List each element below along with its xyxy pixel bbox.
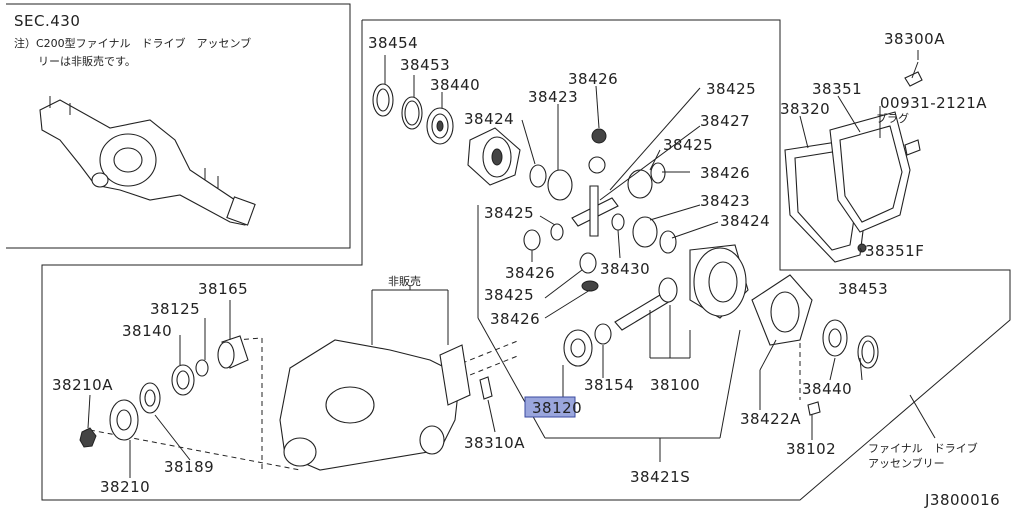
- part-label-38189[interactable]: 38189: [164, 458, 214, 476]
- part-label-38320[interactable]: 38320: [780, 100, 830, 118]
- part-label-38426-c[interactable]: 38426: [505, 264, 555, 282]
- part-label-38440-b[interactable]: 38440: [802, 380, 852, 398]
- part-label-38120[interactable]: 38120: [532, 399, 582, 417]
- figure-code: J3800016: [924, 491, 1000, 509]
- part-label-38425-b[interactable]: 38425: [663, 136, 713, 154]
- part-label-38454[interactable]: 38454: [368, 34, 418, 52]
- part-label-38424-b[interactable]: 38424: [720, 212, 770, 230]
- part-label-38210[interactable]: 38210: [100, 478, 150, 496]
- rear-cover: [784, 61, 923, 263]
- pinion-side-components: [79, 335, 249, 448]
- part-label-38102[interactable]: 38102: [786, 440, 836, 458]
- sec-note-line1: 注）C200型ファイナル ドライブ アッセンブ: [14, 36, 251, 50]
- part-label-38140[interactable]: 38140: [122, 322, 172, 340]
- part-label-38424[interactable]: 38424: [464, 110, 514, 128]
- part-label-38453-b[interactable]: 38453: [838, 280, 888, 298]
- part-label-38423[interactable]: 38423: [528, 88, 578, 106]
- sec-note-line2: リーは非販売です。: [38, 55, 136, 68]
- part-label-38426-d[interactable]: 38426: [490, 310, 540, 328]
- part-label-38154[interactable]: 38154: [584, 376, 634, 394]
- assembly-frames: [41, 19, 1011, 501]
- side-bearing-upper: [372, 83, 454, 145]
- part-label-38421S[interactable]: 38421S: [630, 468, 690, 486]
- part-label-38427[interactable]: 38427: [700, 112, 750, 130]
- part-label-38210A[interactable]: 38210A: [52, 376, 113, 394]
- part-label-38425-c[interactable]: 38425: [484, 204, 534, 222]
- part-label-38423-b[interactable]: 38423: [700, 192, 750, 210]
- part-labels: 38454 38453 38440 38424 38423 38426 3842…: [52, 30, 987, 496]
- leader-lines: [87, 50, 936, 478]
- side-bearing-lower: [751, 274, 879, 416]
- part-label-38440[interactable]: 38440: [430, 76, 480, 94]
- highlight-38120[interactable]: [524, 396, 576, 418]
- final-drive-label-line1: ファイナル ドライブ: [868, 441, 978, 455]
- carrier-housing: [279, 285, 493, 471]
- part-label-38125[interactable]: 38125: [150, 300, 200, 318]
- part-label-38165[interactable]: 38165: [198, 280, 248, 298]
- sec-430-inset: SEC.430 注）C200型ファイナル ドライブ アッセンブ リーは非販売です…: [6, 3, 351, 249]
- sec-reference: SEC.430: [14, 12, 80, 30]
- part-label-38426[interactable]: 38426: [568, 70, 618, 88]
- part-label-38426-b[interactable]: 38426: [700, 164, 750, 182]
- final-drive-label-line2: アッセンブリー: [868, 456, 945, 470]
- part-label-38351[interactable]: 38351: [812, 80, 862, 98]
- part-label-00931[interactable]: 00931-2121A: [880, 94, 987, 112]
- part-label-38425[interactable]: 38425: [706, 80, 756, 98]
- drive-pinion-and-ring-gear: [563, 244, 749, 367]
- differential-gears: [523, 128, 677, 292]
- part-label-38453[interactable]: 38453: [400, 56, 450, 74]
- unsold-label: 非販売: [388, 275, 421, 288]
- part-label-38100[interactable]: 38100: [650, 376, 700, 394]
- part-label-38430[interactable]: 38430: [600, 260, 650, 278]
- part-label-38310A[interactable]: 38310A: [464, 434, 525, 452]
- plug-label: プラグ: [876, 111, 909, 125]
- part-label-38300A[interactable]: 38300A: [884, 30, 945, 48]
- part-label-38425-d[interactable]: 38425: [484, 286, 534, 304]
- rear-axle-assembly-icon: [39, 96, 256, 226]
- differential-case: [467, 127, 521, 186]
- part-label-38351F[interactable]: 38351F: [865, 242, 924, 260]
- part-label-38422A[interactable]: 38422A: [740, 410, 801, 428]
